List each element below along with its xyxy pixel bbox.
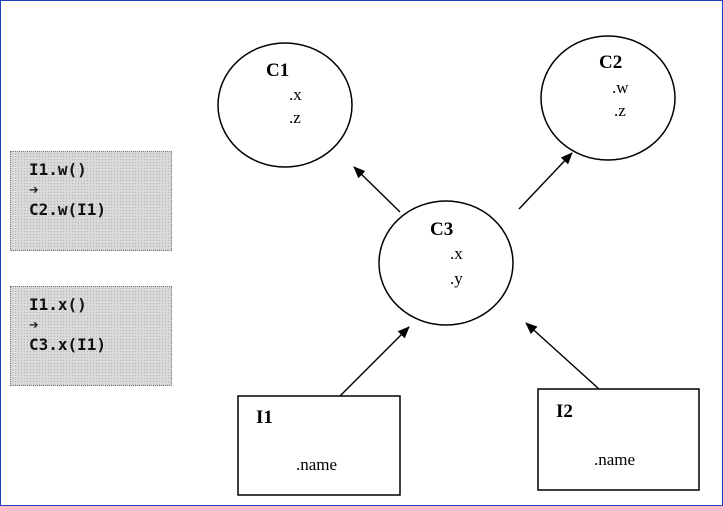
arrow-i2-to-c3 [525,322,600,390]
right-arrow-icon: ➔ [29,180,39,199]
arrow-i1-to-c3 [339,326,410,397]
arrow-c3-to-c1 [353,166,401,213]
code-box-x: I1.x() ➔ C3.x(I1) [10,286,172,386]
i1-attr-name: .name [296,455,338,474]
class-node-c3-shape [378,200,514,326]
i2-title: I2 [556,401,573,422]
c1-attr-x: .x [289,85,302,104]
class-node-c2-shape [540,35,676,161]
right-arrow-icon: ➔ [29,315,39,334]
c2-title: C2 [599,52,623,73]
i1-title: I1 [256,407,273,428]
code-line-dispatch: C2.w(I1) [29,200,107,219]
i2-attr-name: .name [594,450,636,469]
code-line-dispatch: C3.x(I1) [29,335,107,354]
c1-attr-z: .z [289,108,301,127]
code-box-w: I1.w() ➔ C2.w(I1) [10,151,172,251]
arrow-c3-to-c2 [518,152,573,210]
c3-title: C3 [430,219,454,240]
instance-node-i2-shape [537,388,700,491]
c2-attr-w: .w [612,78,629,97]
c3-attr-y: .y [450,269,463,288]
instance-node-i1-shape [237,395,401,496]
c2-attr-z: .z [614,101,626,120]
class-node-c1-shape [217,42,353,168]
code-line-call: I1.x() [29,295,87,314]
c3-attr-x: .x [450,244,463,263]
code-line-call: I1.w() [29,160,87,179]
c1-title: C1 [266,60,290,81]
